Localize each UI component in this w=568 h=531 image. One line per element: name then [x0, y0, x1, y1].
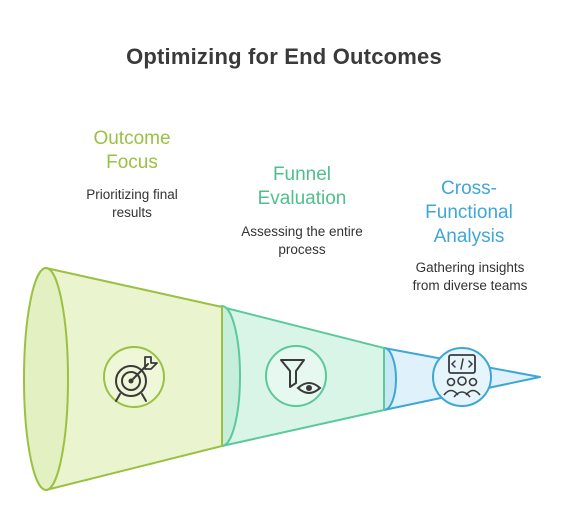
- stage-2-description: Assessing the entire process: [241, 224, 363, 257]
- stage-3-title: Cross- Functional Analysis: [425, 178, 513, 247]
- team-code-icon: [432, 347, 492, 407]
- target-arrow-icon: [103, 346, 165, 408]
- stage-1-title: Outcome Focus: [93, 128, 171, 173]
- diagram-title: Optimizing for End Outcomes: [126, 44, 442, 69]
- funnel-eye-icon: [265, 345, 327, 407]
- stage-1-description: Prioritizing final results: [86, 187, 178, 220]
- stage-2-title: Funnel Evaluation: [257, 164, 347, 209]
- stage-3-description: Gathering insights from diverse teams: [412, 260, 528, 293]
